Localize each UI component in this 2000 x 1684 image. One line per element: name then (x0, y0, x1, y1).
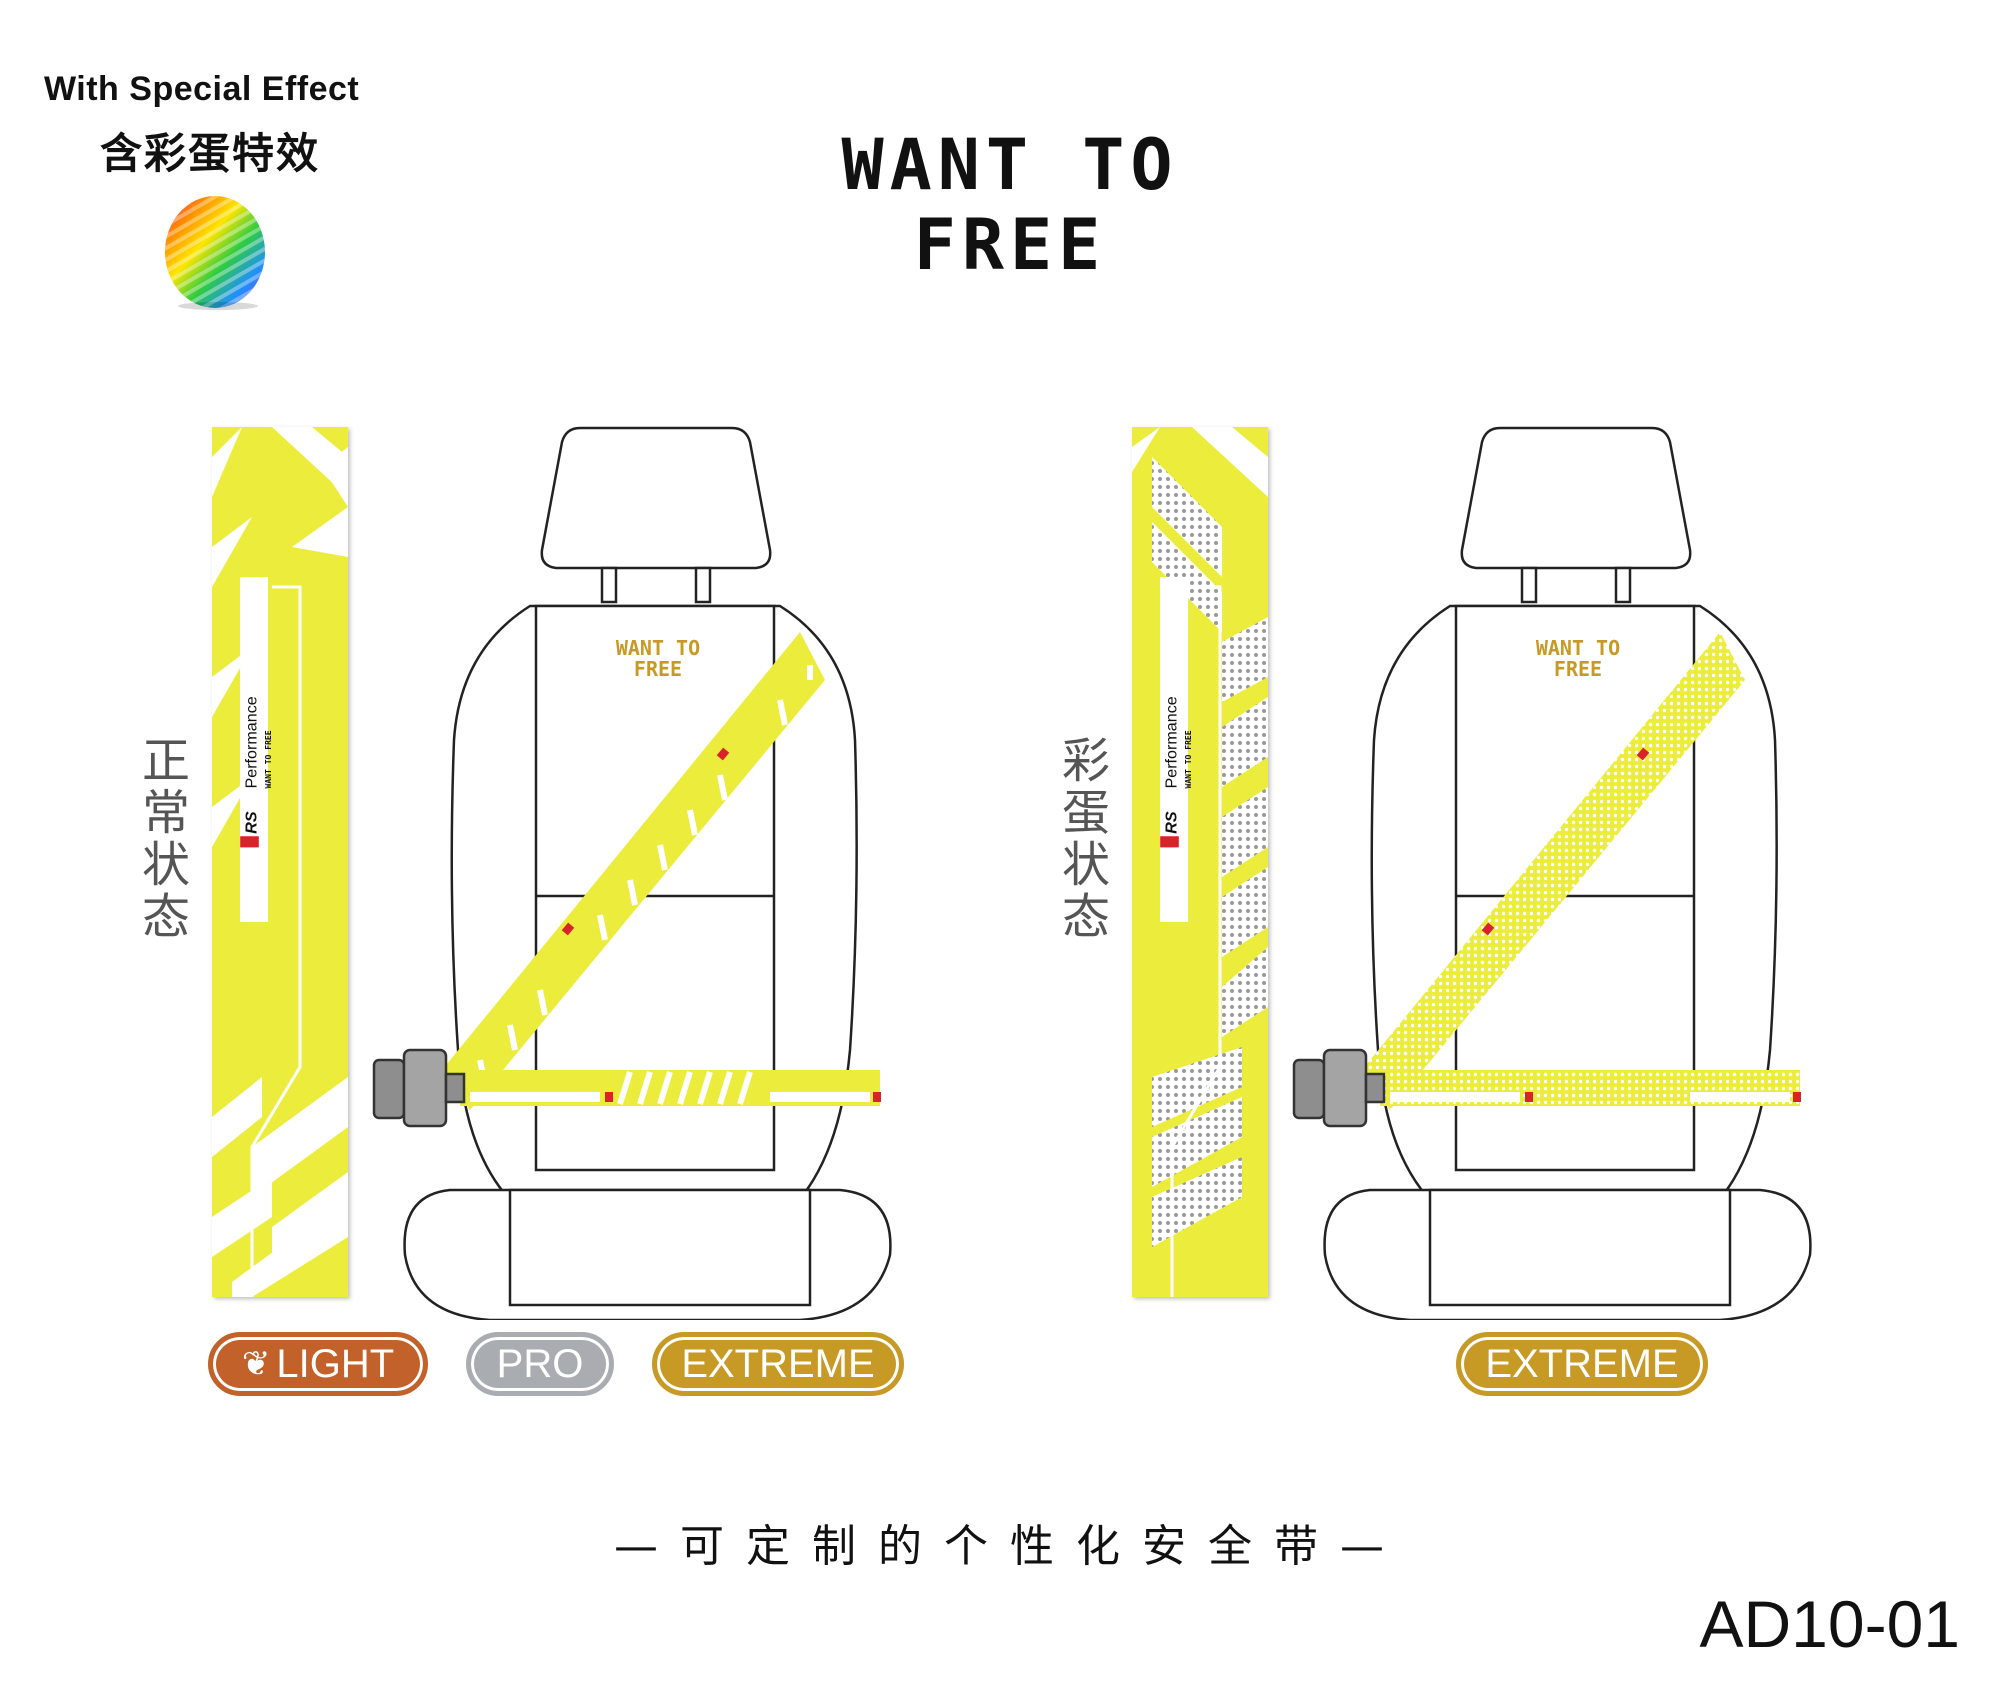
tagline: —可定制的个性化安全带— (614, 1521, 1406, 1572)
seat-back-logo-line1: WANT TO (616, 636, 700, 660)
strap-slogan-text: WANT TO FREE (264, 730, 273, 788)
seatbelt-strap-egg: RS Performance WANT TO FREE (1132, 427, 1268, 1297)
car-seat-normal: WANT TO FREE (370, 420, 930, 1325)
tier-badge-extreme-label: EXTREME (681, 1341, 875, 1386)
tier-badge-extreme-right: EXTREME (1456, 1332, 1708, 1396)
rainbow-egg-icon (160, 180, 270, 315)
tier-badge-light-label: LIGHT (276, 1341, 395, 1386)
special-effect-label-zh: 含彩蛋特效 (100, 130, 321, 177)
swan-icon: ❦ (241, 1345, 271, 1383)
strap-slogan-text-egg: WANT TO FREE (1184, 730, 1193, 788)
seat-back-logo-line2: FREE (634, 657, 682, 681)
seatbelt-strap-normal: RS Performance WANT TO FREE (212, 427, 348, 1297)
brand-title-line1: WANT TO (841, 124, 1179, 206)
brand-title: WANT TO FREE (800, 125, 1220, 285)
seat-back-logo-line1-egg: WANT TO (1536, 636, 1620, 660)
tier-badge-extreme-right-label: EXTREME (1485, 1341, 1679, 1386)
strap-rs-logo-egg: RS (1162, 811, 1180, 834)
tier-badge-pro-label: PRO (496, 1341, 584, 1386)
tier-badge-pro: PRO (466, 1332, 614, 1396)
tier-badge-extreme: EXTREME (652, 1332, 904, 1396)
seat-back-logo-line2-egg: FREE (1554, 657, 1602, 681)
normal-state-label: 正常状态 (133, 735, 189, 943)
strap-performance-text: Performance (242, 696, 260, 788)
strap-performance-text-egg: Performance (1162, 696, 1180, 788)
egg-state-label: 彩蛋状态 (1053, 735, 1109, 943)
brand-title-line2: FREE (913, 204, 1107, 286)
strap-rs-logo: RS (242, 811, 260, 834)
tier-badge-light: ❦ LIGHT (208, 1332, 428, 1396)
car-seat-egg: WANT TO FREE (1290, 420, 1850, 1325)
special-effect-label-en: With Special Effect (44, 70, 360, 108)
product-code: AD10-01 (1699, 1587, 1961, 1661)
